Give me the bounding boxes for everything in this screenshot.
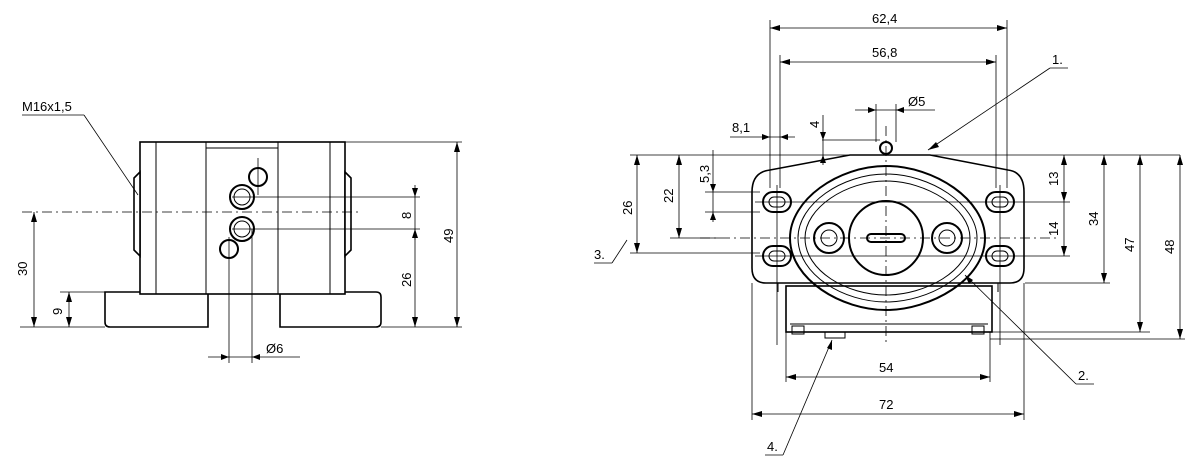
label-26-right: 26 <box>620 201 635 215</box>
label-5-3: 5,3 <box>697 165 712 183</box>
label-13: 13 <box>1046 172 1061 186</box>
label-72: 72 <box>879 397 893 412</box>
label-14: 14 <box>1046 222 1061 236</box>
label-22: 22 <box>661 189 676 203</box>
callout-3: 3. <box>594 247 605 262</box>
left-side-bulge-left <box>133 170 141 258</box>
right-view: 62,4 56,8 Ø5 8,1 4 5,3 22 26 13 14 34 47… <box>594 11 1185 456</box>
label-dia5: Ø5 <box>908 94 925 109</box>
left-view: M16x1,5 30 9 8 26 49 Ø6 <box>15 99 462 363</box>
left-base-flange <box>104 291 209 328</box>
callout-1: 1. <box>1052 52 1063 67</box>
label-8: 8 <box>399 212 414 219</box>
label-4: 4 <box>807 121 822 128</box>
label-54: 54 <box>879 360 893 375</box>
label-dia6: Ø6 <box>266 341 283 356</box>
left-base-flange-right <box>279 291 382 328</box>
left-side-bulge-right <box>344 170 352 258</box>
label-56-8: 56,8 <box>872 45 897 60</box>
label-48: 48 <box>1162 240 1177 254</box>
callout-2: 2. <box>1078 368 1089 383</box>
label-47: 47 <box>1122 238 1137 252</box>
label-49: 49 <box>441 229 456 243</box>
label-8-1: 8,1 <box>732 120 750 135</box>
label-34: 34 <box>1086 212 1101 226</box>
label-62-4: 62,4 <box>872 11 897 26</box>
label-9: 9 <box>50 308 65 315</box>
callout-4: 4. <box>767 439 778 454</box>
label-26-left: 26 <box>399 273 414 287</box>
label-thread: M16x1,5 <box>22 99 72 114</box>
label-30: 30 <box>15 262 30 276</box>
